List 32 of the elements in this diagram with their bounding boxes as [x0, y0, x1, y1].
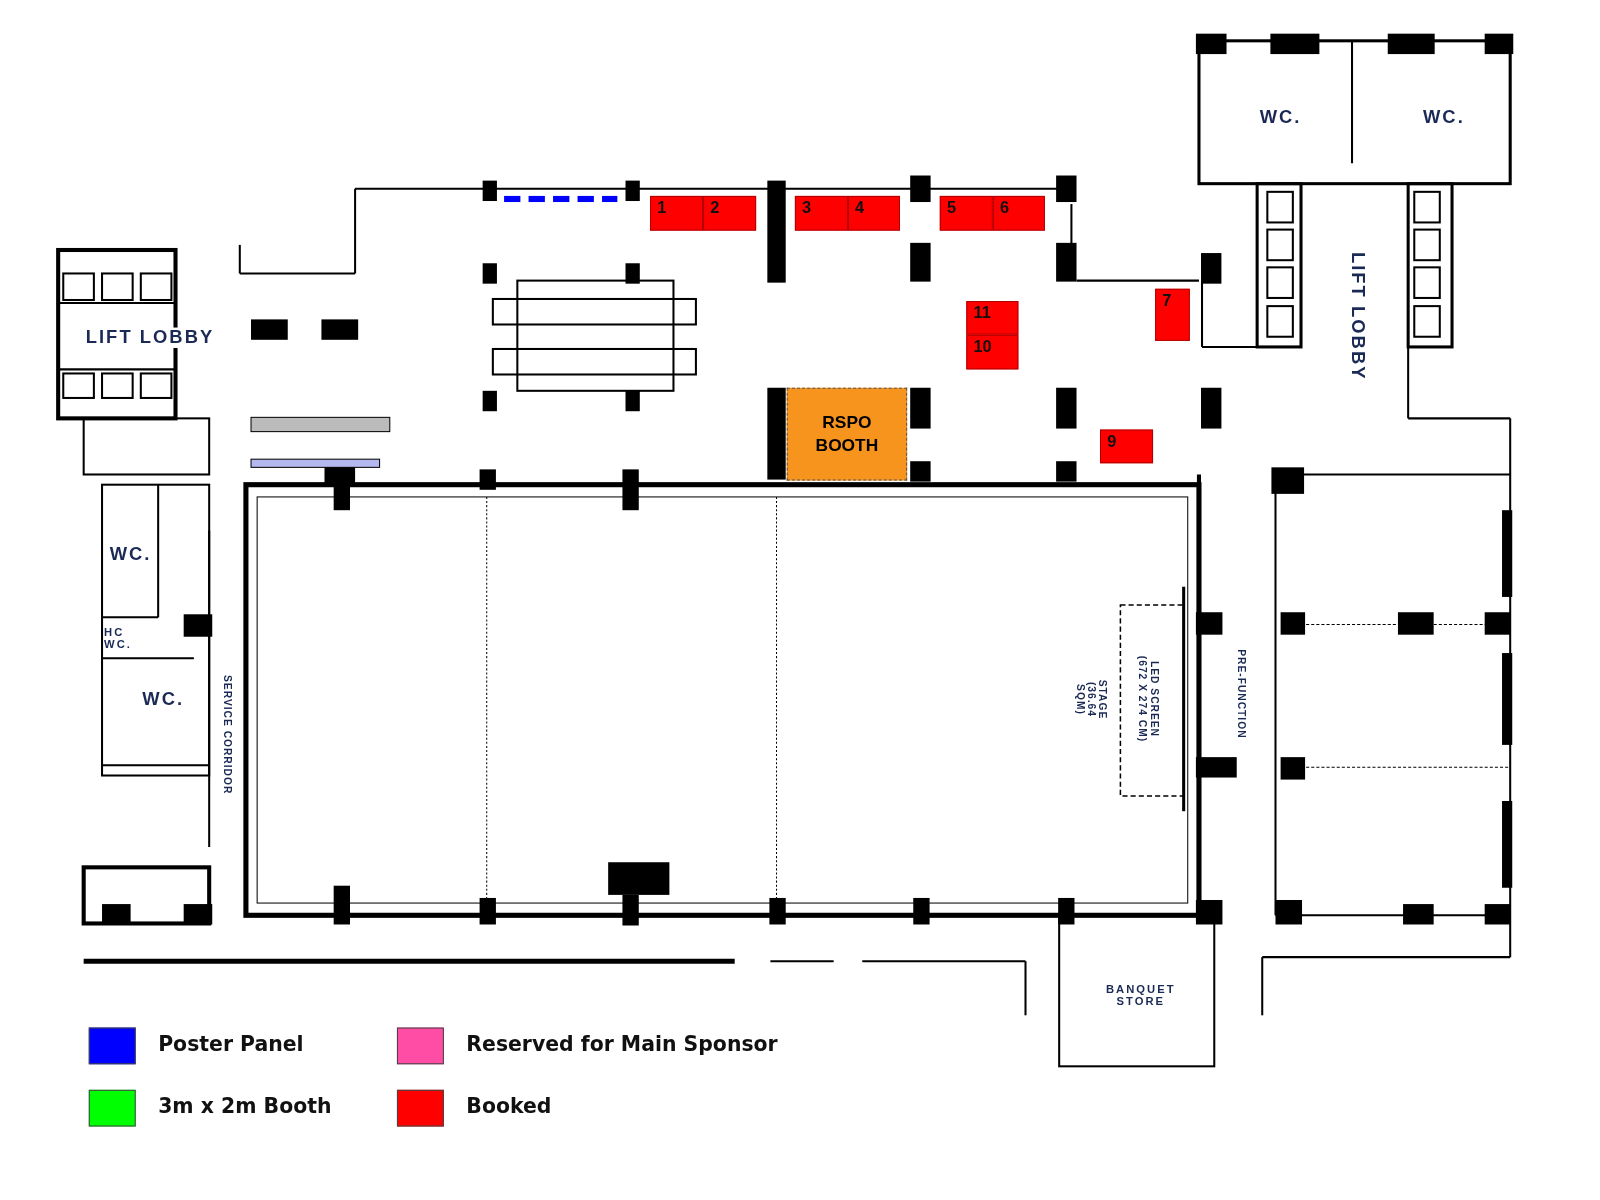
- poster-panel: [528, 195, 545, 203]
- booth: RSPO BOOTH: [786, 387, 908, 481]
- booth: 1: [650, 195, 704, 231]
- booth: 10: [966, 334, 1019, 370]
- booth: 5: [939, 195, 993, 231]
- booth: 2: [703, 195, 757, 231]
- poster-panel: [577, 195, 594, 203]
- restroom-label: WC.: [122, 683, 205, 717]
- restroom-label: HC WC.: [104, 618, 145, 658]
- booth: 6: [992, 195, 1045, 231]
- area-label: PRE-FUNCTION: [1234, 649, 1247, 739]
- poster-panel: [602, 195, 618, 203]
- stage-area: STAGE (36.64 SQM): [1061, 612, 1123, 786]
- screen-label: LED SCREEN (672 X 274 CM): [1135, 654, 1161, 745]
- poster-panel: [553, 195, 570, 203]
- store-room-label: BANQUET STORE: [1089, 974, 1192, 1016]
- booth: 7: [1155, 288, 1190, 341]
- legend-label: Booked: [466, 1093, 552, 1119]
- booth: 3: [794, 195, 848, 231]
- poster-panel: [504, 195, 521, 203]
- booth: 4: [847, 195, 900, 231]
- corridor-label: SERVICE CORRIDOR: [220, 675, 233, 795]
- restroom-label: WC.: [1234, 102, 1327, 135]
- restroom-label: WC.: [1397, 102, 1490, 135]
- booth: 11: [966, 301, 1019, 335]
- lift-lobby-label: LIFT LOBBY: [1326, 234, 1388, 398]
- restroom-label: WC.: [104, 538, 158, 572]
- legend-label: Poster Panel: [158, 1031, 304, 1057]
- legend-label: Reserved for Main Sponsor: [466, 1031, 778, 1057]
- lift-lobby-label: LIFT LOBBY: [63, 321, 237, 355]
- legend-label: 3m x 2m Booth: [158, 1093, 332, 1119]
- booth: 9: [1100, 429, 1154, 464]
